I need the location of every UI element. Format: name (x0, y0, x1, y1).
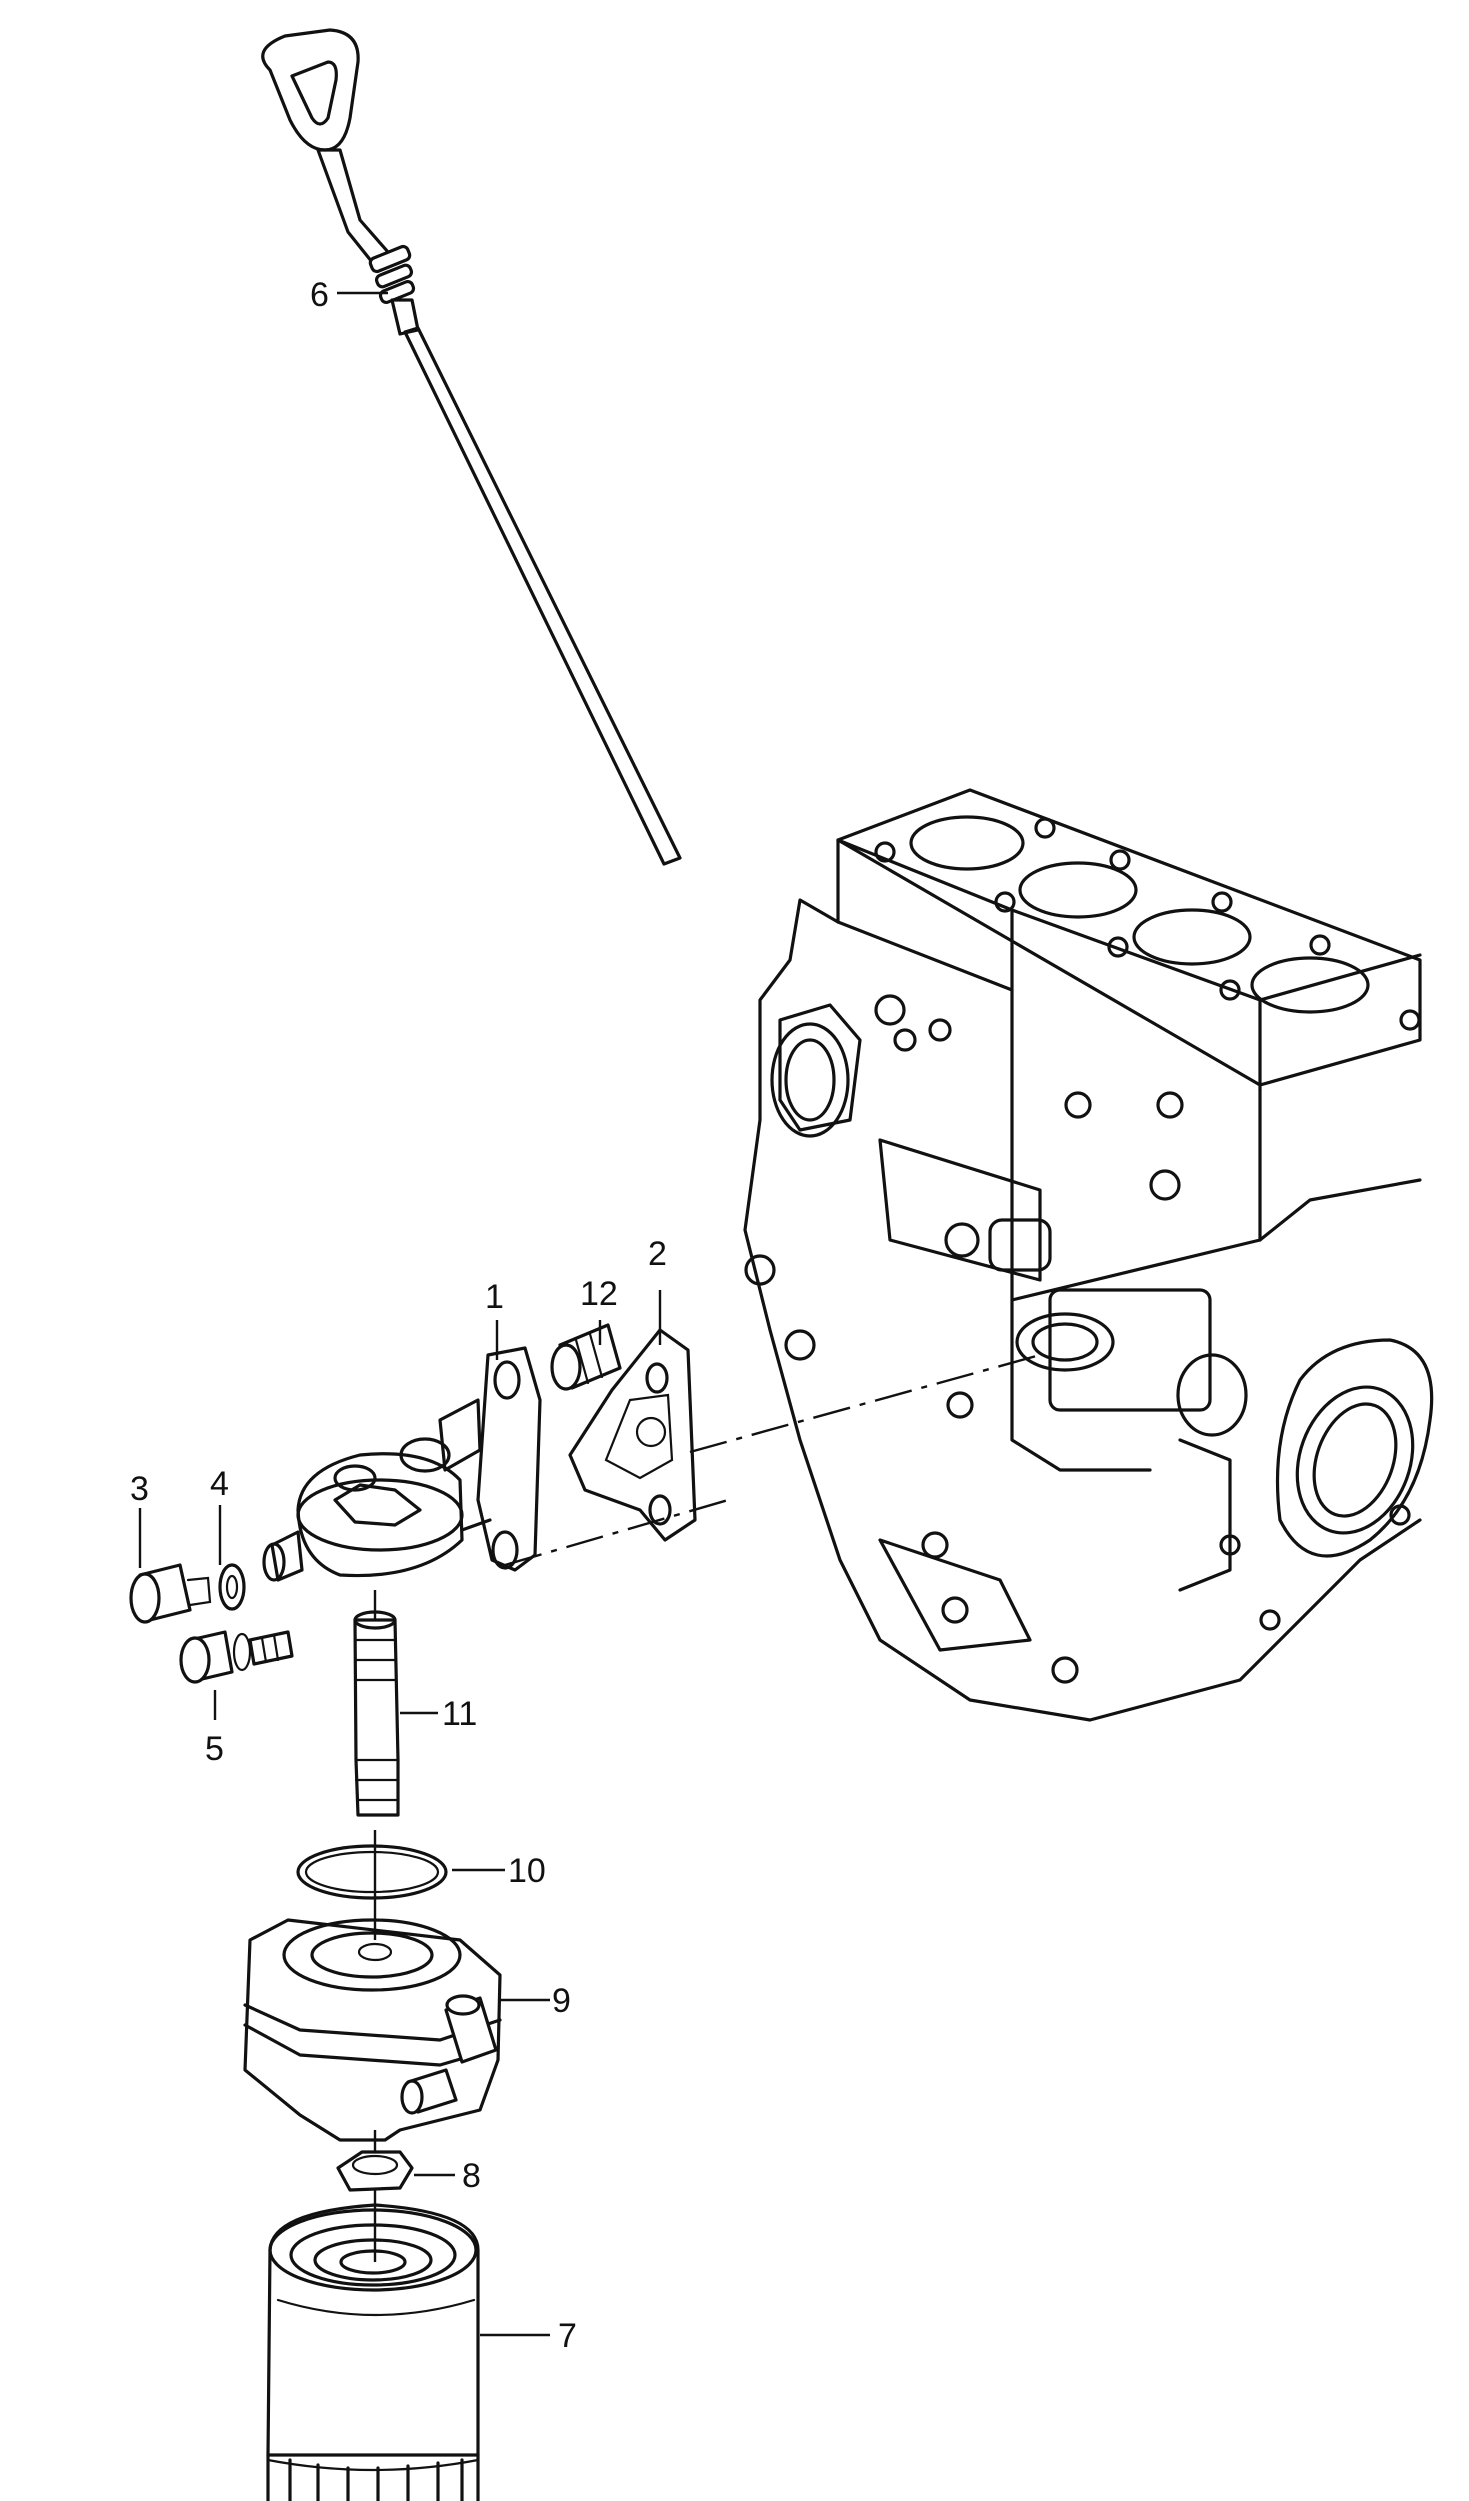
oil-cooler (243, 1918, 502, 2142)
alignment-line-upper (689, 1353, 1041, 1454)
callout-12: 12 (580, 1275, 618, 1313)
o-ring-inner (304, 1850, 440, 1894)
oil-filter (266, 2203, 480, 2501)
gasket (568, 1328, 697, 1542)
callout-4: 4 (210, 1465, 229, 1503)
callout-9: 9 (552, 1982, 571, 2020)
callout-1: 1 (485, 1278, 504, 1316)
bolt (179, 1630, 294, 1684)
callout-10: 10 (508, 1852, 546, 1890)
callout-5: 5 (205, 1730, 224, 1768)
plug (129, 1563, 212, 1624)
o-ring (296, 1844, 448, 1900)
callout-8: 8 (462, 2157, 481, 2195)
callout-2: 2 (648, 1235, 667, 1273)
oil-filter-housing (262, 1346, 542, 1582)
dipstick (261, 28, 682, 866)
engine-block (743, 788, 1434, 1722)
callout-3: 3 (130, 1470, 149, 1508)
alignment-line-lower (504, 1496, 736, 1567)
insert (550, 1323, 622, 1391)
callout-7: 7 (558, 2317, 577, 2355)
nut (336, 2150, 414, 2192)
callout-11: 11 (442, 1695, 477, 1733)
callout-6: 6 (310, 276, 329, 314)
threaded-connection (353, 1610, 400, 1817)
seal-ring (218, 1563, 246, 1611)
